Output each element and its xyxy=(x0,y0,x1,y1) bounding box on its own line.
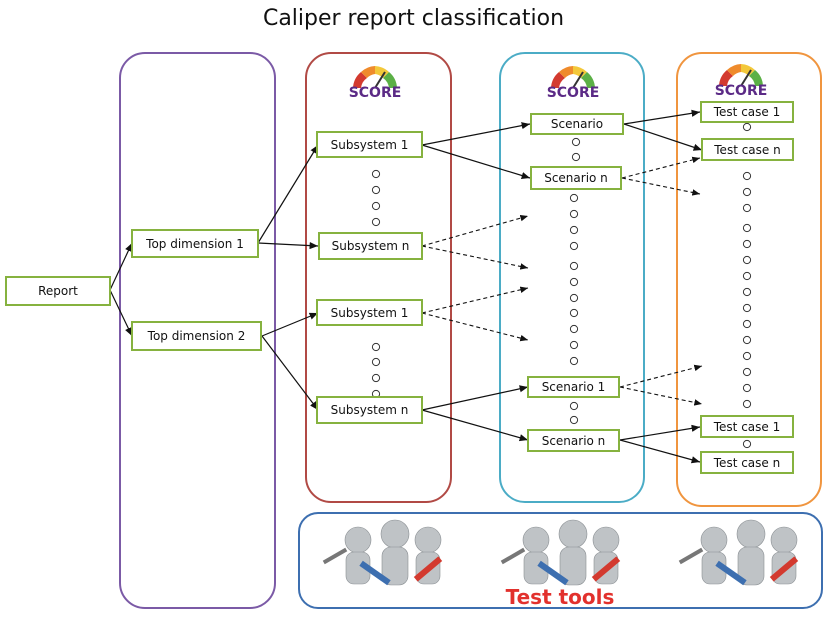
test-case-1-node: Test case 1 xyxy=(700,101,794,123)
figure-group-1 xyxy=(322,519,443,586)
figure-group-2 xyxy=(500,519,621,586)
continuation-dots xyxy=(371,122,752,449)
scenario-1-node: Scenario 1 xyxy=(527,376,620,398)
score-badge-scenario: SCORE xyxy=(545,60,601,104)
gauge-icon xyxy=(551,66,595,89)
subsystem-n-node: Subsystem n xyxy=(316,396,423,424)
score-label: SCORE xyxy=(546,85,600,101)
subsystem-1-node: Subsystem 1 xyxy=(316,131,423,158)
figure-group-3 xyxy=(678,519,799,586)
score-badge-subsystem: SCORE xyxy=(347,60,403,104)
gauge-icon xyxy=(353,66,397,89)
diagram-title: Caliper report classification xyxy=(262,6,565,31)
subsystem-1-node: Subsystem 1 xyxy=(316,299,423,326)
test-tools-label: Test tools xyxy=(505,585,615,609)
gauge-icon xyxy=(719,64,763,87)
report-node: Report xyxy=(5,276,111,306)
subsystem-n-node: Subsystem n xyxy=(318,232,423,260)
top-dimension-1-node: Top dimension 1 xyxy=(131,229,259,258)
test-case-column xyxy=(676,52,822,507)
test-case-n-node: Test case n xyxy=(700,451,794,474)
score-label: SCORE xyxy=(714,83,768,99)
test-tools-box xyxy=(298,512,823,609)
score-badge-test-case: SCORE xyxy=(713,58,769,102)
score-label: SCORE xyxy=(348,85,402,101)
test-case-1-node: Test case 1 xyxy=(700,415,794,438)
solid-arrows xyxy=(109,109,703,464)
scenario-n-node: Scenario n xyxy=(530,166,622,190)
scenario-n-node: Scenario n xyxy=(527,429,620,452)
test-tools-figures xyxy=(322,519,799,586)
subsystem-column xyxy=(305,52,452,503)
scenario-column xyxy=(499,52,645,503)
scenario-node: Scenario xyxy=(530,113,624,135)
top-dimension-2-node: Top dimension 2 xyxy=(131,321,262,351)
dashed-arrows xyxy=(421,156,703,406)
test-case-n-node: Test case n xyxy=(701,138,794,161)
